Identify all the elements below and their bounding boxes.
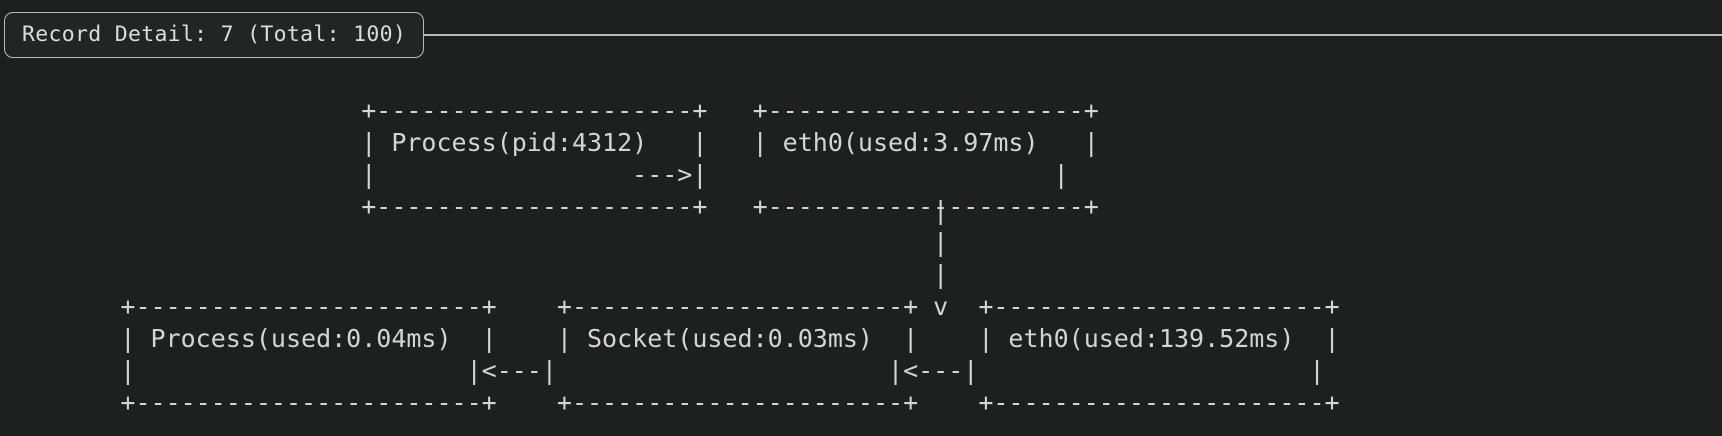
ascii-diagram: +---------------------+ +---------------…	[0, 62, 1722, 436]
diagram-vertical-connector: | | | v	[933, 196, 949, 321]
diagram-top-row: +---------------------+ +---------------…	[361, 96, 1099, 221]
header-divider-rule	[410, 34, 1722, 36]
record-detail-title-box: Record Detail: 7 (Total: 100)	[4, 12, 425, 58]
diagram-bottom-row: +-----------------------+ +-------------…	[120, 292, 1340, 417]
header-bar: Record Detail: 7 (Total: 100)	[0, 12, 1722, 60]
page-title: Record Detail: 7 (Total: 100)	[22, 22, 407, 48]
